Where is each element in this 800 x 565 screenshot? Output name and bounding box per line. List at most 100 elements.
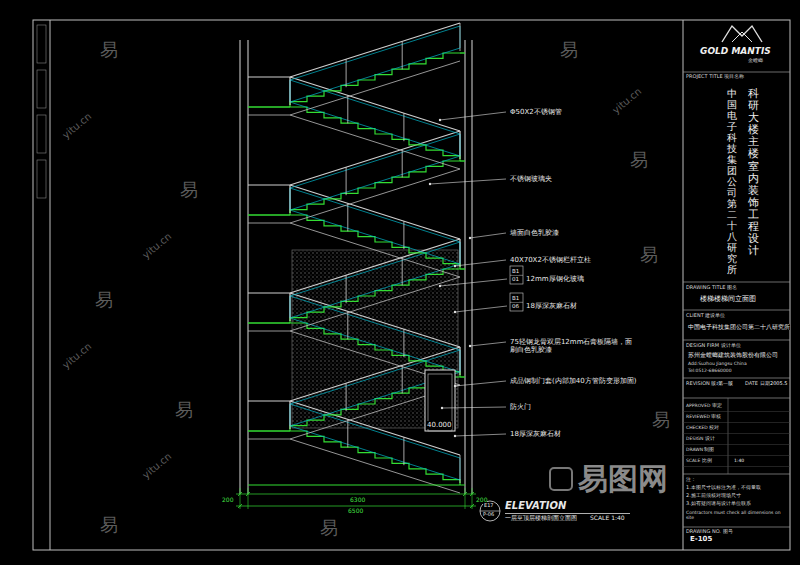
watermark: yitu.cn	[140, 450, 173, 481]
title-block-line	[683, 527, 790, 528]
handrail	[290, 185, 460, 239]
wall-line	[240, 40, 241, 494]
title-block-text: SCALE 比例	[686, 458, 712, 463]
leader-line	[440, 112, 506, 120]
baluster	[460, 239, 461, 267]
landing	[248, 214, 290, 215]
baluster	[290, 401, 291, 429]
title-block-text: DRAWING TITLE 图名	[686, 285, 737, 291]
watermark-icon	[550, 468, 572, 490]
leader-line	[470, 233, 506, 238]
tag-box	[510, 293, 523, 311]
baluster	[290, 77, 291, 105]
extension-line	[465, 488, 466, 509]
handrail	[248, 185, 290, 186]
title-block-line	[683, 411, 790, 412]
extension-line	[248, 488, 249, 509]
leader-dot	[429, 183, 431, 185]
callout-text: 防火门	[510, 403, 531, 411]
title-block-text: DESIGN 设计	[686, 436, 715, 441]
handrail	[290, 293, 460, 347]
leader-line	[442, 407, 506, 408]
landing-slab	[248, 331, 290, 332]
watermark: 易	[180, 180, 198, 201]
glass-panel	[290, 242, 460, 318]
dimension-line	[236, 494, 476, 495]
leader-dot	[454, 435, 456, 437]
title-block-text: CHECKED 校对	[686, 425, 719, 430]
stair-step	[290, 215, 460, 269]
handrail	[248, 401, 290, 402]
title-block-line	[683, 455, 790, 456]
stair-step	[290, 107, 460, 161]
dimension-tick	[470, 492, 474, 496]
watermark: 易	[630, 150, 648, 171]
callout-text: Φ50X2不锈钢管	[510, 108, 562, 116]
margin-box	[37, 25, 46, 63]
title-block-line	[683, 282, 790, 283]
baluster	[346, 383, 347, 411]
leader-dot	[454, 311, 456, 313]
baluster	[460, 347, 461, 375]
callout-text: 40X70X2不锈钢栏杆立柱	[510, 256, 591, 264]
leader-dot	[454, 265, 456, 267]
landing	[460, 376, 465, 377]
title-block-text: Add:Suzhou Jiangsu China	[688, 361, 747, 366]
callout-text: 18厚深灰麻石材	[510, 430, 561, 438]
leader-line	[455, 306, 507, 312]
title-block-text: REVIEWED 审核	[686, 414, 721, 419]
baluster	[403, 437, 404, 465]
landing	[460, 268, 465, 269]
logo-mark	[722, 26, 762, 42]
leader-dot	[469, 345, 471, 347]
view-bubble	[480, 501, 500, 521]
tag-text: B1	[512, 268, 519, 275]
baluster	[403, 221, 404, 249]
door-frame	[425, 370, 455, 431]
tag-box	[510, 266, 523, 284]
sheet-frame	[33, 20, 790, 550]
title-block-text: DRAWING NO. 图号	[686, 529, 733, 535]
view-scale: SCALE 1:40	[590, 515, 625, 522]
callout-text: 12mm厚钢化玻璃	[526, 275, 584, 283]
title-block-text: DRAWN 制图	[686, 447, 715, 452]
glass-panel	[290, 296, 460, 372]
landing	[248, 106, 290, 107]
baluster	[402, 41, 403, 69]
wall-line	[248, 40, 249, 494]
watermark: 易	[100, 515, 118, 536]
watermark: 易	[652, 410, 670, 431]
wall-line	[472, 40, 473, 494]
watermark: 易	[175, 400, 193, 421]
title-block-line	[683, 466, 790, 467]
title-block-line	[683, 422, 790, 423]
baluster	[290, 77, 291, 105]
baluster	[290, 293, 291, 321]
glass-panel	[290, 134, 460, 210]
watermark: 易	[100, 40, 118, 61]
drawing-number: E-105	[690, 536, 712, 544]
watermark: 易	[95, 290, 113, 311]
watermark: 易	[560, 40, 578, 61]
callout-text: 不锈钢玻璃夹	[510, 175, 552, 183]
title-block-line	[683, 72, 790, 73]
watermark: 易图网	[578, 462, 668, 495]
dimension-line	[236, 506, 476, 507]
landing-slab	[248, 439, 290, 440]
logo-text: GOLD MANTIS	[700, 47, 771, 57]
stair-step	[290, 53, 460, 107]
stair-step	[290, 323, 460, 377]
baluster	[460, 455, 461, 483]
client-title: 中国电子科技集团公司第二十八研究所	[727, 88, 737, 275]
tag-text: 01	[512, 276, 519, 283]
callout-text: 墙面白色乳胶漆	[510, 229, 559, 237]
callout-text: 75轻钢龙骨双层12mm石膏板隔墙，面刷白色乳胶漆	[510, 338, 635, 354]
handrail	[290, 77, 460, 131]
project-title: 科研大楼主楼室内装饰工程设计	[748, 88, 759, 257]
landing-slab	[248, 115, 290, 116]
margin-box	[37, 70, 46, 108]
title-block-text: 2005.5	[770, 381, 788, 387]
baluster	[460, 23, 461, 51]
title-block-line	[683, 310, 790, 311]
